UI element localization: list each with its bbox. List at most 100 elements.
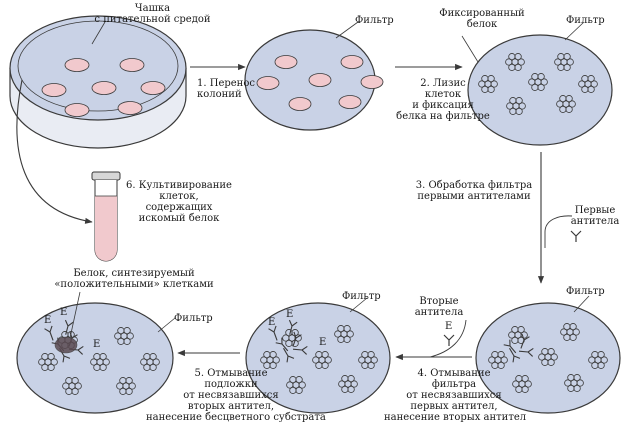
filter1-label: Фильтр [355, 15, 394, 26]
protein-spot [140, 353, 160, 371]
fixed-protein-leader [461, 35, 479, 63]
protein-spot [90, 353, 110, 371]
colony [140, 81, 166, 95]
antibody [292, 331, 302, 347]
filter-first-antibodies [475, 302, 621, 414]
step3-label: 3. Обработка фильтра первыми антителами [415, 180, 533, 202]
antibody [44, 325, 54, 341]
stained-spot [54, 336, 78, 354]
antibody [292, 345, 308, 355]
filter-second-antibodies [245, 302, 391, 414]
second-antibody-icon [443, 334, 455, 346]
protein-spot [505, 53, 525, 71]
protein-spot [578, 75, 598, 93]
dish-label: Чашка с питательной средой [94, 3, 211, 25]
protein-leader [69, 291, 81, 339]
antibody [518, 347, 534, 357]
arrow-step6 [16, 79, 93, 224]
protein-spot [62, 377, 82, 395]
colony [119, 58, 145, 72]
protein-spot [564, 374, 584, 392]
filter4-label: Фильтр [342, 291, 381, 302]
protein-spot [286, 376, 306, 394]
enzyme-marker: E [445, 321, 453, 332]
colony [288, 97, 312, 111]
enzyme-marker: E [93, 339, 101, 350]
colony [340, 55, 364, 69]
filter5-label: Фильтр [566, 286, 605, 297]
protein-spot [508, 326, 528, 344]
filter4-protein-spots [260, 325, 378, 394]
positive-protein-label: Белок, синтезируемый «положительными» кл… [54, 268, 214, 290]
colony [338, 95, 362, 109]
filter2-protein-spots [478, 53, 598, 115]
dish-colonies [41, 58, 166, 117]
step1-label: 1. Перенос колоний [197, 78, 255, 100]
fixed-protein-label: Фиксированный белок [439, 8, 525, 30]
antibody [503, 339, 517, 354]
colony [360, 75, 384, 89]
antibody [64, 319, 74, 335]
protein-spot [312, 351, 332, 369]
protein-spot [506, 97, 526, 115]
protein-spot [338, 375, 358, 393]
antibody [509, 347, 521, 363]
protein-spot [114, 327, 134, 345]
step4-label: 4. Отмывание фильтра от несвязавшихся пе… [384, 368, 527, 423]
protein-spot [554, 53, 574, 71]
filter5-leader [573, 295, 590, 313]
protein-spot [358, 351, 378, 369]
colony [64, 58, 90, 72]
protein-spot [38, 353, 58, 371]
protein-spot [528, 73, 548, 91]
first-antibody-icon [570, 230, 582, 242]
filter-substrate [16, 302, 174, 414]
filter3-leader [157, 317, 176, 333]
enzyme-marker: E [60, 307, 68, 318]
test-tube [91, 171, 121, 262]
petri-dish [9, 15, 187, 149]
step5-label: 5. Отмывание подложки от несвязавшихся в… [146, 368, 326, 423]
second-antibody-pointer [429, 319, 467, 358]
colony [91, 81, 117, 95]
colony [274, 55, 298, 69]
filter2-leader [564, 21, 585, 41]
filter-colonies-spots [256, 55, 384, 111]
colony [64, 103, 90, 117]
first-antibodies-label: Первые антитела [570, 205, 620, 227]
filter-colonies [244, 29, 384, 131]
filter4-leader [349, 297, 368, 313]
filter3-protein-spots [488, 323, 608, 393]
antibody [275, 337, 289, 352]
filter5-protein-spots [38, 327, 160, 395]
protein-spot [260, 351, 280, 369]
protein-spot [334, 325, 354, 343]
antibody [288, 319, 298, 335]
protein-spot [538, 348, 558, 366]
antibody [520, 333, 530, 349]
protein-spot [588, 351, 608, 369]
filter1-leader [335, 21, 359, 39]
step2-label: 2. Лизис клеток и фиксация белка на филь… [396, 78, 490, 122]
colony [256, 76, 280, 90]
filter2-label: Фильтр [566, 15, 605, 26]
protein-spot [560, 323, 580, 341]
colony [117, 101, 143, 115]
protein-spot [478, 75, 498, 93]
enzyme-marker: E [44, 315, 52, 326]
protein-spot [512, 375, 532, 393]
colony [308, 73, 332, 87]
dish-leader [91, 21, 106, 45]
colony [41, 83, 67, 97]
enzyme-marker: E [268, 317, 276, 328]
bound-antibodies [44, 319, 534, 363]
protein-spot [556, 95, 576, 113]
enzyme-marker: E [319, 337, 327, 348]
protein-spot [488, 351, 508, 369]
protein-spot [116, 377, 136, 395]
step6-label: 6. Культивирование клеток, содержащих ис… [126, 180, 232, 224]
antibody [268, 325, 278, 341]
filter3-label: Фильтр [174, 313, 213, 324]
